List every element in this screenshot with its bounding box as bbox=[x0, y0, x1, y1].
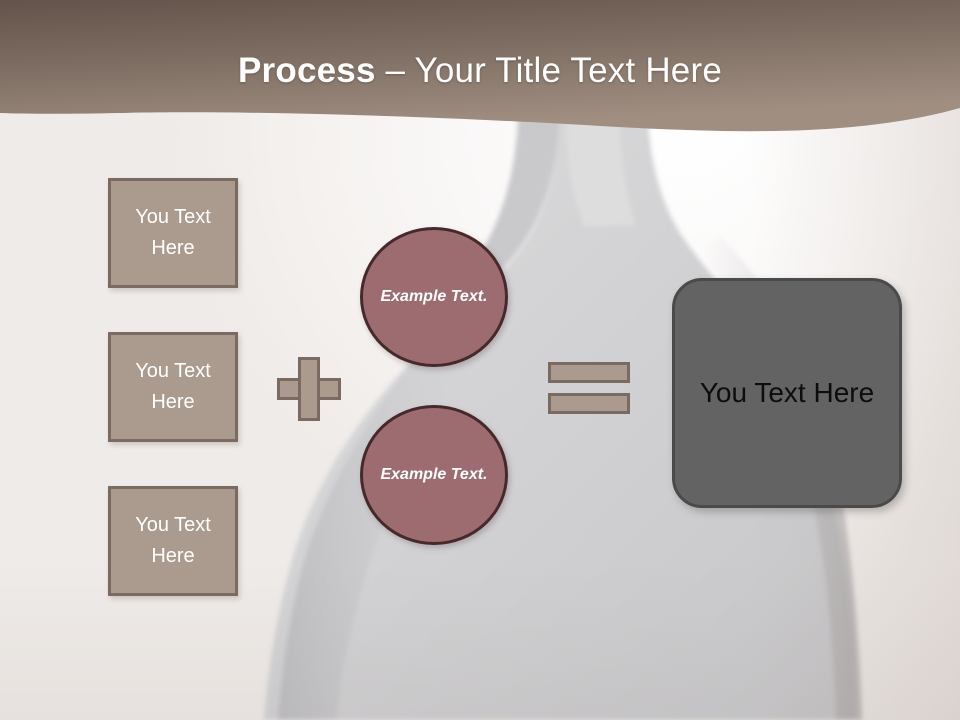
example-circle-2[interactable]: Example Text. bbox=[360, 405, 508, 545]
equals-icon bbox=[548, 362, 630, 414]
input-box-3-label: You Text Here bbox=[135, 514, 211, 567]
page-title-strong: Process bbox=[238, 51, 376, 90]
page-title-rest: – Your Title Text Here bbox=[375, 51, 722, 90]
input-box-2[interactable]: You Text Here bbox=[108, 332, 238, 442]
equals-icon-top-bar bbox=[548, 362, 630, 383]
input-box-2-label: You Text Here bbox=[135, 360, 211, 413]
input-box-3[interactable]: You Text Here bbox=[108, 486, 238, 596]
page-title: Process – Your Title Text Here bbox=[0, 50, 960, 92]
result-box[interactable]: You Text Here bbox=[672, 278, 902, 508]
input-box-1-label: You Text Here bbox=[135, 206, 211, 259]
example-circle-1[interactable]: Example Text. bbox=[360, 227, 508, 367]
result-box-label: You Text Here bbox=[699, 377, 875, 408]
plus-icon-center-patch bbox=[301, 381, 317, 397]
equals-icon-bottom-bar bbox=[548, 393, 630, 414]
input-box-1[interactable]: You Text Here bbox=[108, 178, 238, 288]
example-circle-1-label: Example Text. bbox=[380, 288, 488, 305]
example-circle-2-label: Example Text. bbox=[380, 466, 488, 483]
header-banner bbox=[0, 0, 960, 132]
plus-icon bbox=[277, 357, 341, 421]
